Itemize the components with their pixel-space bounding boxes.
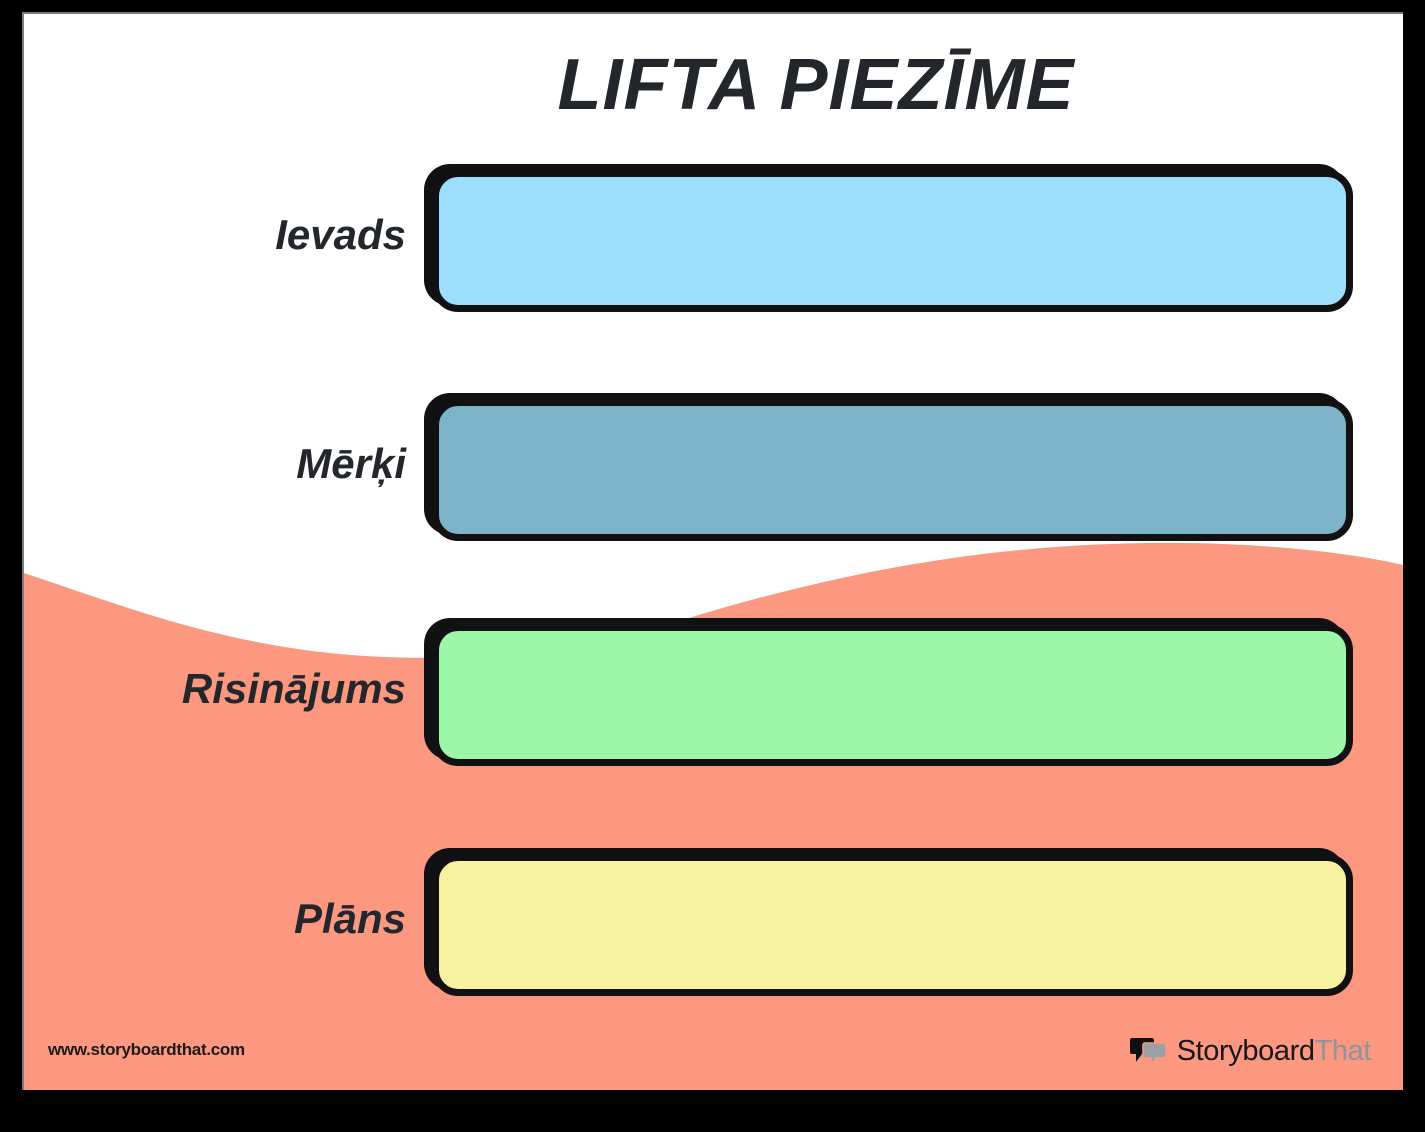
brand-wordmark-part2: That [1314, 1035, 1372, 1067]
brand-logo: StoryboardThat [1129, 1035, 1372, 1068]
speech-bubbles-icon [1129, 1037, 1167, 1067]
brand-wordmark-part1: Storyboard [1176, 1035, 1315, 1067]
section-label-plans: Plāns [293, 895, 406, 942]
section-box-wrap-ievads [424, 164, 1353, 312]
page-title: LIFTA PIEZĪME [557, 45, 1075, 125]
text-box-risinajums[interactable] [432, 624, 1353, 766]
section-row-merki: Mērķi [24, 389, 1403, 541]
section-row-risinajums: Risinājums [24, 614, 1403, 766]
section-label-risinajums: Risinājums [181, 665, 406, 712]
text-box-plans[interactable] [432, 854, 1353, 996]
section-box-wrap-risinajums [424, 618, 1353, 766]
section-box-wrap-plans [424, 848, 1353, 996]
text-box-ievads[interactable] [432, 170, 1353, 312]
section-label-ievads: Ievads [275, 211, 406, 258]
brand-wordmark: StoryboardThat [1176, 1035, 1372, 1068]
section-row-ievads: Ievads [24, 160, 1403, 312]
text-box-merki[interactable] [432, 399, 1353, 541]
section-row-plans: Plāns [24, 844, 1403, 996]
footer-website-url: www.storyboardthat.com [48, 1040, 245, 1059]
section-box-wrap-merki [424, 393, 1353, 541]
section-label-merki: Mērķi [296, 440, 406, 487]
poster-inner-canvas: LIFTA PIEZĪME Ievads Mērķi Risinājums [22, 12, 1403, 1090]
